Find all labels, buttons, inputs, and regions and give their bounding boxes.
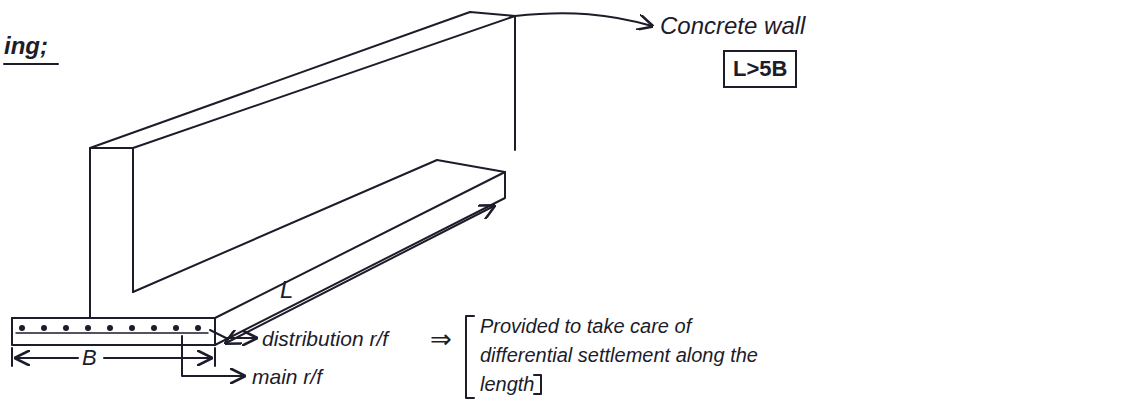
length-dimension: [226, 206, 494, 343]
wall-front-face: [90, 148, 133, 318]
close-bracket: [534, 375, 541, 394]
annotation-label: ing;: [4, 32, 48, 61]
condition-box: L>5B: [723, 50, 797, 88]
annotation-label: Concrete wall: [660, 12, 805, 41]
wall-back-edge: [514, 16, 516, 150]
note-text: Provided to take care of differential se…: [480, 312, 770, 399]
wall-top: [90, 12, 515, 148]
wall-leader: [515, 13, 652, 26]
annotation-label: B: [82, 345, 97, 371]
width-tick: [214, 348, 216, 366]
main-bar: [16, 332, 208, 334]
width-dimension: [104, 357, 211, 359]
wall-base-line: [133, 160, 437, 292]
open-bracket: [466, 316, 474, 398]
footing-front-face: [12, 318, 215, 345]
footing-top-back: [437, 160, 505, 172]
distribution-bars: [19, 325, 201, 331]
main-leader: [182, 336, 244, 376]
annotation-label: distribution r/f: [262, 326, 388, 351]
footing-top-left: [12, 317, 90, 319]
heading-underline: [4, 63, 58, 65]
width-tick: [11, 348, 13, 366]
annotation-label: L: [280, 276, 293, 305]
distribution-leader: [210, 330, 256, 338]
annotation-label: ⇒: [430, 324, 452, 355]
annotation-label: main r/f: [252, 364, 322, 389]
width-dimension: [16, 357, 78, 359]
footing-side: [215, 172, 505, 345]
condition-text: L>5B: [733, 56, 787, 82]
